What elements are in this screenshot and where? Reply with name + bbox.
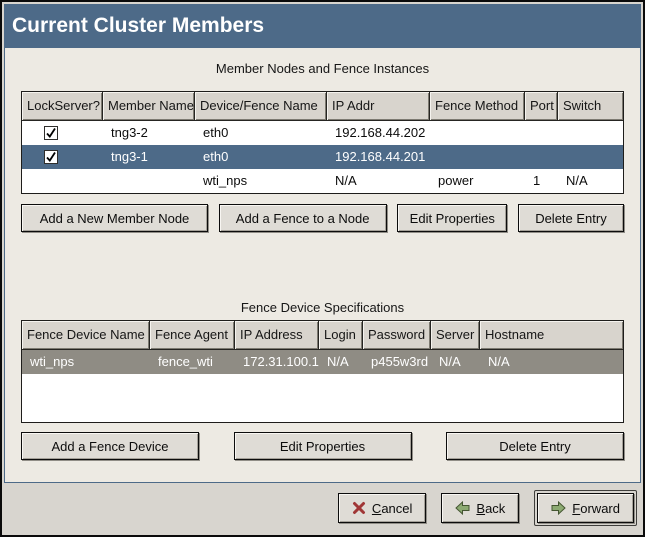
col-switch[interactable]: Switch <box>558 92 623 120</box>
check-icon <box>46 152 56 162</box>
cell-device-fence-name: wti_nps <box>203 173 248 188</box>
cell-ip-addr: 192.168.44.201 <box>335 149 426 164</box>
col-login[interactable]: Login <box>319 321 363 349</box>
edit-properties-button[interactable]: Edit Properties <box>397 204 508 232</box>
cell-port <box>525 145 558 169</box>
col-member-name[interactable]: Member Name <box>103 92 195 120</box>
member-table-buttons: Add a New Member Node Add a Fence to a N… <box>21 204 624 232</box>
cell-member-name: tng3-2 <box>111 125 148 140</box>
button-label: Add a Fence to a Node <box>235 210 370 226</box>
button-label: Forward <box>572 500 620 516</box>
arrow-left-icon <box>455 501 470 515</box>
forward-button[interactable]: Forward <box>537 493 634 523</box>
fence-table-empty-area <box>22 374 623 422</box>
check-icon <box>46 128 56 138</box>
col-device-fence-name[interactable]: Device/Fence Name <box>195 92 327 120</box>
fence-device-row-wti-nps-selected[interactable]: wti_nps fence_wti 172.31.100.1 N/A p455w… <box>22 350 623 374</box>
cell-fence-device-name: wti_nps <box>30 354 75 369</box>
cell-password: p455w3rd <box>371 354 429 369</box>
footer-button-bar: Cancel Back Forward <box>4 483 641 533</box>
cell-switch <box>558 121 623 145</box>
cell-fence-method <box>430 145 525 169</box>
cell-ip-addr: N/A <box>335 173 357 188</box>
fence-devices-table: Fence Device Name Fence Agent IP Address… <box>21 320 624 423</box>
member-row-tng3-2[interactable]: tng3-2 eth0 192.168.44.202 <box>22 121 623 145</box>
cell-lockserver <box>22 121 103 145</box>
cell-switch: N/A <box>566 173 588 188</box>
button-label: Delete Entry <box>535 210 607 226</box>
cell-port <box>525 121 558 145</box>
cell-member-name <box>103 169 195 193</box>
member-row-tng3-1-selected[interactable]: tng3-1 eth0 192.168.44.201 <box>22 145 623 169</box>
content-panel: Member Nodes and Fence Instances LockSer… <box>4 48 641 483</box>
cell-device-fence-name: eth0 <box>203 149 229 164</box>
cell-device-fence-name: eth0 <box>203 125 229 140</box>
default-button-ring: Forward <box>534 490 637 526</box>
col-server[interactable]: Server <box>431 321 480 349</box>
button-label: Delete Entry <box>499 438 571 454</box>
member-table-header: LockServer? Member Name Device/Fence Nam… <box>22 92 623 121</box>
col-port[interactable]: Port <box>525 92 558 120</box>
cell-lockserver <box>22 145 103 169</box>
fence-table-buttons: Add a Fence Device Edit Properties Delet… <box>21 432 624 460</box>
button-label: Edit Properties <box>409 210 495 226</box>
cell-fence-agent: fence_wti <box>158 354 213 369</box>
fence-instance-row-wti-nps[interactable]: wti_nps N/A power 1 N/A <box>22 169 623 193</box>
button-label: Edit Properties <box>279 438 366 454</box>
add-new-member-node-button[interactable]: Add a New Member Node <box>21 204 208 232</box>
button-label: Cancel <box>371 500 413 516</box>
member-nodes-table: LockServer? Member Name Device/Fence Nam… <box>21 91 624 194</box>
window-title: Current Cluster Members <box>12 14 265 37</box>
col-password[interactable]: Password <box>363 321 431 349</box>
cell-login: N/A <box>327 354 349 369</box>
col-fence-device-name[interactable]: Fence Device Name <box>22 321 150 349</box>
cell-fence-method <box>430 121 525 145</box>
cancel-button[interactable]: Cancel <box>337 493 427 523</box>
button-label: Back <box>476 500 506 516</box>
cell-member-name: tng3-1 <box>111 149 148 164</box>
col-fence-agent[interactable]: Fence Agent <box>150 321 235 349</box>
cell-switch <box>558 145 623 169</box>
cancel-x-icon <box>352 501 366 515</box>
lockserver-checkbox-checked[interactable] <box>44 126 58 140</box>
add-fence-device-button[interactable]: Add a Fence Device <box>21 432 199 460</box>
cell-ip-addr: 192.168.44.202 <box>335 125 426 140</box>
titlebar: Current Cluster Members <box>4 4 641 48</box>
cell-server: N/A <box>439 354 461 369</box>
member-table-caption: Member Nodes and Fence Instances <box>215 61 430 76</box>
fence-table-header: Fence Device Name Fence Agent IP Address… <box>22 321 623 350</box>
cell-hostname: N/A <box>488 354 510 369</box>
cell-port: 1 <box>533 173 541 188</box>
lockserver-checkbox-checked[interactable] <box>44 150 58 164</box>
button-label: Add a Fence Device <box>51 438 169 454</box>
back-button[interactable]: Back <box>441 493 520 523</box>
arrow-right-icon <box>551 501 567 515</box>
col-fence-method[interactable]: Fence Method <box>430 92 525 120</box>
col-lockserver[interactable]: LockServer? <box>22 92 103 120</box>
cell-lockserver <box>22 169 103 193</box>
button-label: Add a New Member Node <box>39 210 190 226</box>
col-ip-addr[interactable]: IP Addr <box>327 92 430 120</box>
delete-entry-button[interactable]: Delete Entry <box>517 204 624 232</box>
cell-ip-address: 172.31.100.1 <box>243 354 319 369</box>
col-ip-address[interactable]: IP Address <box>235 321 319 349</box>
edit-properties-button[interactable]: Edit Properties <box>233 432 412 460</box>
add-fence-to-node-button[interactable]: Add a Fence to a Node <box>218 204 387 232</box>
delete-entry-button[interactable]: Delete Entry <box>446 432 624 460</box>
col-hostname[interactable]: Hostname <box>480 321 623 349</box>
fence-table-caption: Fence Device Specifications <box>240 300 405 315</box>
cell-fence-method: power <box>438 173 474 188</box>
